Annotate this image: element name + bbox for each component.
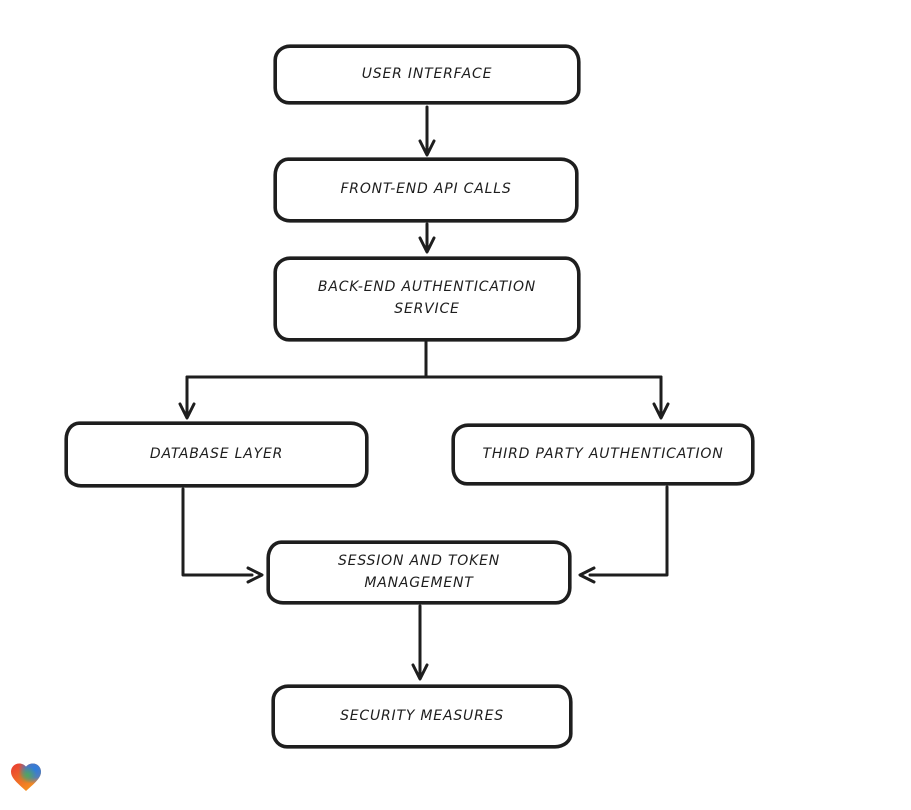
node-session-and-token-management-label: SESSION AND TOKEN MANAGEMENT xyxy=(337,552,501,591)
node-third-party-authentication[interactable]: THIRD PARTY AUTHENTICATION xyxy=(452,424,754,485)
node-front-end-api-calls-label: FRONT-END API CALLS xyxy=(340,181,512,198)
edge-database-layer-to-session-and-token-management xyxy=(181,487,264,584)
edge-back-end-authentication-service-branch xyxy=(178,340,670,420)
node-user-interface-label: USER INTERFACE xyxy=(361,65,493,82)
node-user-interface[interactable]: USER INTERFACE xyxy=(274,45,580,104)
gradient-heart-logo[interactable] xyxy=(8,759,44,795)
edge-session-and-token-management-to-security-measures xyxy=(411,604,429,681)
node-front-end-api-calls[interactable]: FRONT-END API CALLS xyxy=(274,158,578,222)
edge-third-party-authentication-to-session-and-token-management xyxy=(578,485,669,584)
node-session-and-token-management[interactable]: SESSION AND TOKEN MANAGEMENT xyxy=(267,541,571,604)
node-security-measures[interactable]: SECURITY MEASURES xyxy=(272,685,572,748)
node-back-end-authentication-service[interactable]: BACK-END AUTHENTICATION SERVICE xyxy=(274,257,580,341)
node-database-layer[interactable]: DATABASE LAYER xyxy=(65,422,368,487)
edge-front-end-api-calls-to-back-end-authentication-service xyxy=(418,222,436,254)
edge-user-interface-to-front-end-api-calls xyxy=(418,105,436,157)
node-back-end-authentication-service-label: BACK-END AUTHENTICATION SERVICE xyxy=(317,279,537,317)
node-database-layer-label: DATABASE LAYER xyxy=(149,445,284,462)
node-security-measures-label: SECURITY MEASURES xyxy=(340,707,504,724)
node-third-party-authentication-label: THIRD PARTY AUTHENTICATION xyxy=(482,445,724,462)
